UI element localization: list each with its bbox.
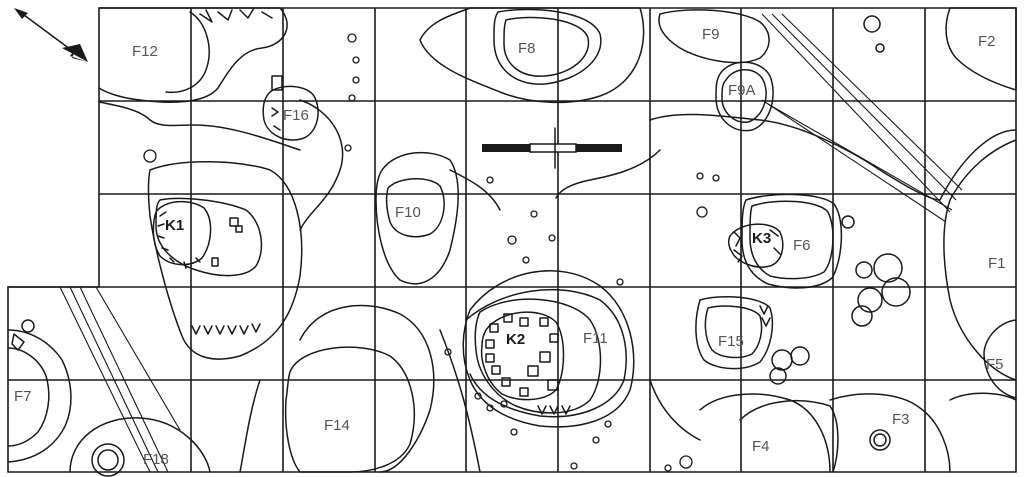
label-f15: F15 bbox=[718, 333, 744, 350]
label-f12: F12 bbox=[132, 43, 158, 60]
label-f18: F18 bbox=[143, 451, 169, 468]
label-f14: F14 bbox=[324, 417, 350, 434]
label-k1: K1 bbox=[165, 217, 184, 234]
kiln-k2 bbox=[485, 313, 571, 415]
label-k3: K3 bbox=[752, 230, 771, 247]
label-f1: F1 bbox=[988, 255, 1006, 272]
scale-bar bbox=[482, 127, 622, 169]
label-f3: F3 bbox=[892, 411, 910, 428]
label-f9: F9 bbox=[702, 26, 720, 43]
stones bbox=[143, 33, 720, 472]
label-k2: K2 bbox=[506, 331, 525, 348]
label-f5: F5 bbox=[986, 356, 1004, 373]
label-f7: F7 bbox=[14, 388, 32, 405]
label-f8: F8 bbox=[518, 40, 536, 57]
feature-labels: F12 F8 F9 F9A F2 F16 F10 F6 F1 F11 F15 F… bbox=[14, 26, 1006, 468]
kiln-k1 bbox=[152, 200, 261, 335]
label-f10: F10 bbox=[395, 204, 421, 221]
label-f4: F4 bbox=[752, 438, 770, 455]
feature-outlines bbox=[7, 7, 1017, 477]
label-f16: F16 bbox=[283, 107, 309, 124]
label-f6: F6 bbox=[793, 237, 811, 254]
label-f2: F2 bbox=[978, 33, 996, 50]
label-f11: F11 bbox=[583, 330, 608, 347]
north-arrow-icon bbox=[14, 8, 88, 62]
kiln-k3 bbox=[733, 229, 781, 327]
label-f9a: F9A bbox=[728, 82, 756, 99]
